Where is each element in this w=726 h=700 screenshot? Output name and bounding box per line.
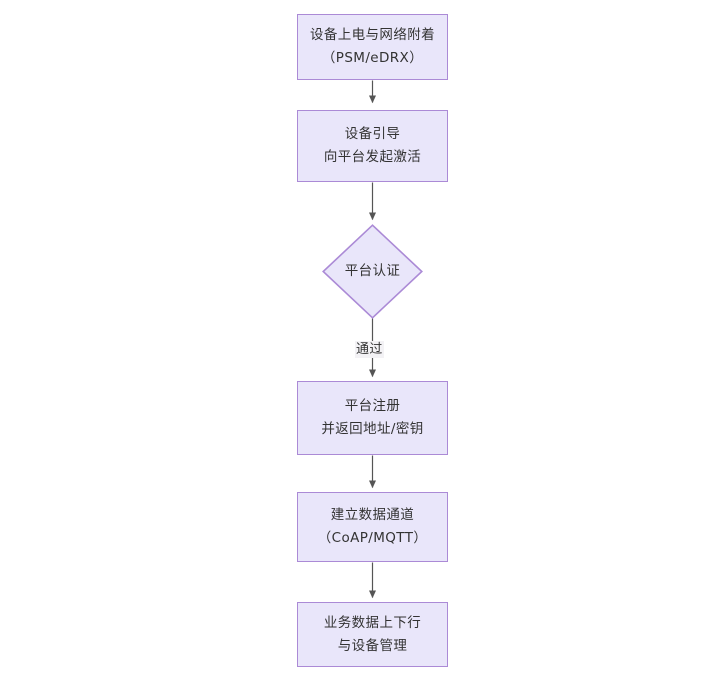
node-device-power-on[interactable]: 设备上电与网络附着 （PSM/eDRX） xyxy=(297,14,448,80)
node-label-line2: （PSM/eDRX） xyxy=(321,50,424,66)
diamond-shape xyxy=(322,224,423,319)
node-service-data-and-management[interactable]: 业务数据上下行 与设备管理 xyxy=(297,602,448,667)
node-label-line1: 业务数据上下行 xyxy=(323,614,422,631)
node-establish-data-channel[interactable]: 建立数据通道 （CoAP/MQTT） xyxy=(297,492,448,562)
edge-label-text: 通过 xyxy=(356,342,383,357)
node-platform-registration[interactable]: 平台注册 并返回地址/密钥 xyxy=(297,381,448,455)
node-label-line2: 与设备管理 xyxy=(337,637,408,654)
node-platform-auth-decision[interactable]: 平台认证 xyxy=(322,224,423,319)
edge-label-pass: 通过 xyxy=(355,341,384,358)
node-label-line1: 设备引导 xyxy=(344,126,401,142)
node-label-line1: 平台注册 xyxy=(344,398,401,414)
node-label-line2: （CoAP/MQTT） xyxy=(317,530,428,546)
node-device-bootstrap[interactable]: 设备引导 向平台发起激活 xyxy=(297,110,448,182)
node-label-line2: 并返回地址/密钥 xyxy=(321,421,424,437)
node-label-line1: 建立数据通道 xyxy=(330,507,415,523)
node-label-line1: 设备上电与网络附着 xyxy=(309,27,436,43)
node-label-line1: 平台认证 xyxy=(344,263,401,279)
node-label-line2: 向平台发起激活 xyxy=(323,149,422,165)
